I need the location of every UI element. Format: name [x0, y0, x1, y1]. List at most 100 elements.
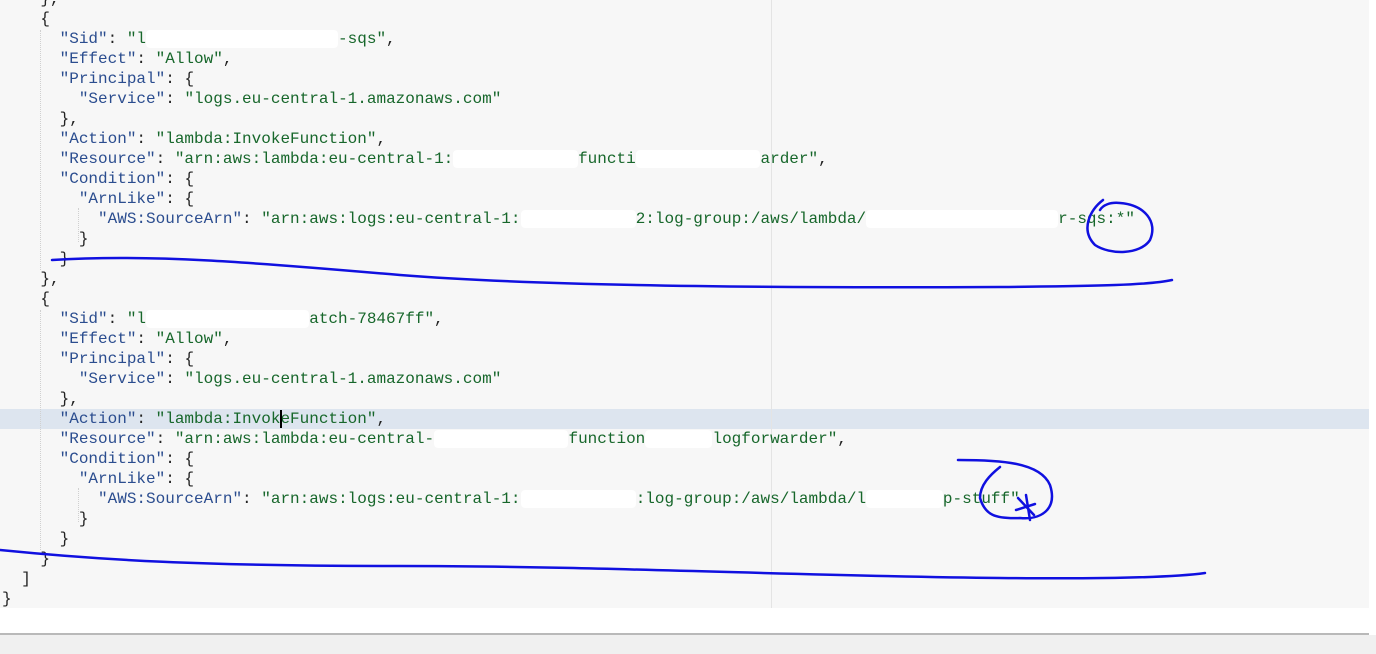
code-line[interactable]: "Resource": "arn:aws:lambda:eu-central-1… — [2, 149, 828, 169]
code-line[interactable]: "AWS:SourceArn": "arn:aws:logs:eu-centra… — [2, 489, 1020, 509]
json-key: "Service" — [78, 90, 166, 108]
json-punctuation — [2, 90, 79, 108]
json-punctuation — [2, 190, 79, 208]
json-punctuation — [2, 370, 79, 388]
indent-guide — [78, 488, 79, 522]
json-punctuation — [2, 410, 60, 428]
json-punctuation: : — [107, 30, 127, 48]
code-line[interactable]: }, — [2, 389, 79, 409]
code-line[interactable]: } — [2, 529, 70, 549]
redacted-region — [434, 429, 569, 448]
code-line[interactable]: "Service": "logs.eu-central-1.amazonaws.… — [2, 89, 501, 109]
json-key: "Sid" — [59, 310, 108, 328]
json-string: "Allow" — [155, 330, 223, 348]
code-line[interactable]: "Action": "lambda:InvokeFunction", — [2, 409, 386, 429]
json-punctuation: } — [2, 250, 70, 268]
json-punctuation: , — [434, 310, 444, 328]
json-punctuation — [2, 310, 60, 328]
json-punctuation: : { — [165, 70, 195, 88]
redacted-region — [520, 489, 636, 508]
json-punctuation: : { — [165, 350, 195, 368]
json-string: "arn:aws:lambda:eu-central-1: — [174, 150, 454, 168]
json-punctuation — [2, 150, 60, 168]
json-punctuation: }, — [2, 270, 60, 288]
code-line[interactable]: "AWS:SourceArn": "arn:aws:logs:eu-centra… — [2, 209, 1135, 229]
code-line[interactable]: "Service": "logs.eu-central-1.amazonaws.… — [2, 369, 501, 389]
code-line[interactable]: } — [2, 249, 70, 269]
json-punctuation: : — [136, 330, 156, 348]
code-line[interactable]: "Resource": "arn:aws:lambda:eu-central-f… — [2, 429, 847, 449]
json-key: "Resource" — [59, 430, 156, 448]
redacted-region — [635, 149, 761, 168]
divider — [0, 633, 1369, 635]
json-punctuation: : — [136, 130, 156, 148]
json-punctuation — [2, 210, 98, 228]
json-key: "AWS:SourceArn" — [98, 210, 243, 228]
json-string: p-stuff" — [942, 490, 1020, 508]
code-line[interactable]: }, — [2, 109, 79, 129]
column-ruler — [771, 0, 772, 608]
code-line[interactable]: "Effect": "Allow", — [2, 49, 233, 69]
json-punctuation: : — [155, 430, 175, 448]
code-line[interactable]: }, — [2, 269, 60, 289]
json-punctuation: , — [222, 330, 233, 348]
code-line[interactable]: "Principal": { — [2, 349, 194, 369]
json-punctuation — [2, 490, 98, 508]
code-line[interactable]: } — [2, 549, 50, 569]
json-string: "arn:aws:logs:eu-central-1: — [261, 210, 521, 228]
json-punctuation: : { — [165, 190, 195, 208]
code-line[interactable]: }, — [2, 0, 59, 9]
code-line[interactable]: "Principal": { — [2, 69, 194, 89]
json-string: functi — [578, 150, 636, 168]
json-string: -sqs" — [338, 30, 387, 48]
redacted-region — [866, 209, 1059, 228]
code-line[interactable]: "Sid": "l-sqs", — [2, 29, 396, 49]
json-punctuation: : — [107, 310, 127, 328]
json-string: r-sqs:*" — [1058, 210, 1135, 228]
code-line[interactable]: "ArnLike": { — [2, 189, 194, 209]
code-line[interactable]: "Effect": "Allow", — [2, 329, 233, 349]
code-line[interactable]: "ArnLike": { — [2, 469, 194, 489]
json-punctuation: , — [376, 410, 387, 428]
json-punctuation: { — [2, 10, 51, 28]
json-punctuation — [2, 450, 60, 468]
json-punctuation — [2, 170, 60, 188]
code-line[interactable]: "Action": "lambda:InvokeFunction", — [2, 129, 386, 149]
code-line[interactable]: } — [2, 589, 12, 608]
json-punctuation: , — [376, 130, 387, 148]
json-string: function — [568, 430, 646, 448]
json-punctuation: , — [222, 50, 233, 68]
code-line[interactable]: { — [2, 289, 50, 309]
json-string: arder" — [760, 150, 819, 168]
json-key: "Resource" — [59, 150, 156, 168]
json-punctuation — [2, 30, 60, 48]
json-key: "Effect" — [59, 50, 137, 68]
redacted-region — [146, 29, 339, 48]
json-key: "Principal" — [59, 350, 166, 368]
indent-guide — [78, 208, 79, 242]
code-line[interactable]: { — [2, 9, 50, 29]
json-key: "AWS:SourceArn" — [98, 490, 243, 508]
code-editor[interactable]: }, { "Sid": "l-sqs", "Effect": "Allow", … — [0, 0, 1369, 608]
json-key: "Principal" — [59, 70, 166, 88]
json-punctuation: { — [2, 290, 51, 308]
json-punctuation: ] — [2, 570, 31, 588]
json-punctuation — [2, 130, 60, 148]
code-line[interactable]: "Condition": { — [2, 449, 194, 469]
json-punctuation — [2, 350, 60, 368]
code-line[interactable]: } — [2, 509, 89, 529]
redacted-region — [146, 309, 310, 328]
code-line[interactable]: } — [2, 229, 89, 249]
indent-guide — [40, 310, 41, 550]
json-punctuation: , — [837, 430, 847, 448]
json-punctuation: : — [155, 150, 175, 168]
code-line[interactable]: ] — [2, 569, 31, 589]
json-key: "ArnLike" — [78, 470, 166, 488]
json-string: atch-78467ff" — [309, 310, 435, 328]
json-string: "Allow" — [155, 50, 223, 68]
json-key: "Action" — [59, 130, 137, 148]
current-line-highlight — [0, 409, 1369, 429]
code-line[interactable]: "Condition": { — [2, 169, 194, 189]
json-key: "Condition" — [59, 450, 166, 468]
